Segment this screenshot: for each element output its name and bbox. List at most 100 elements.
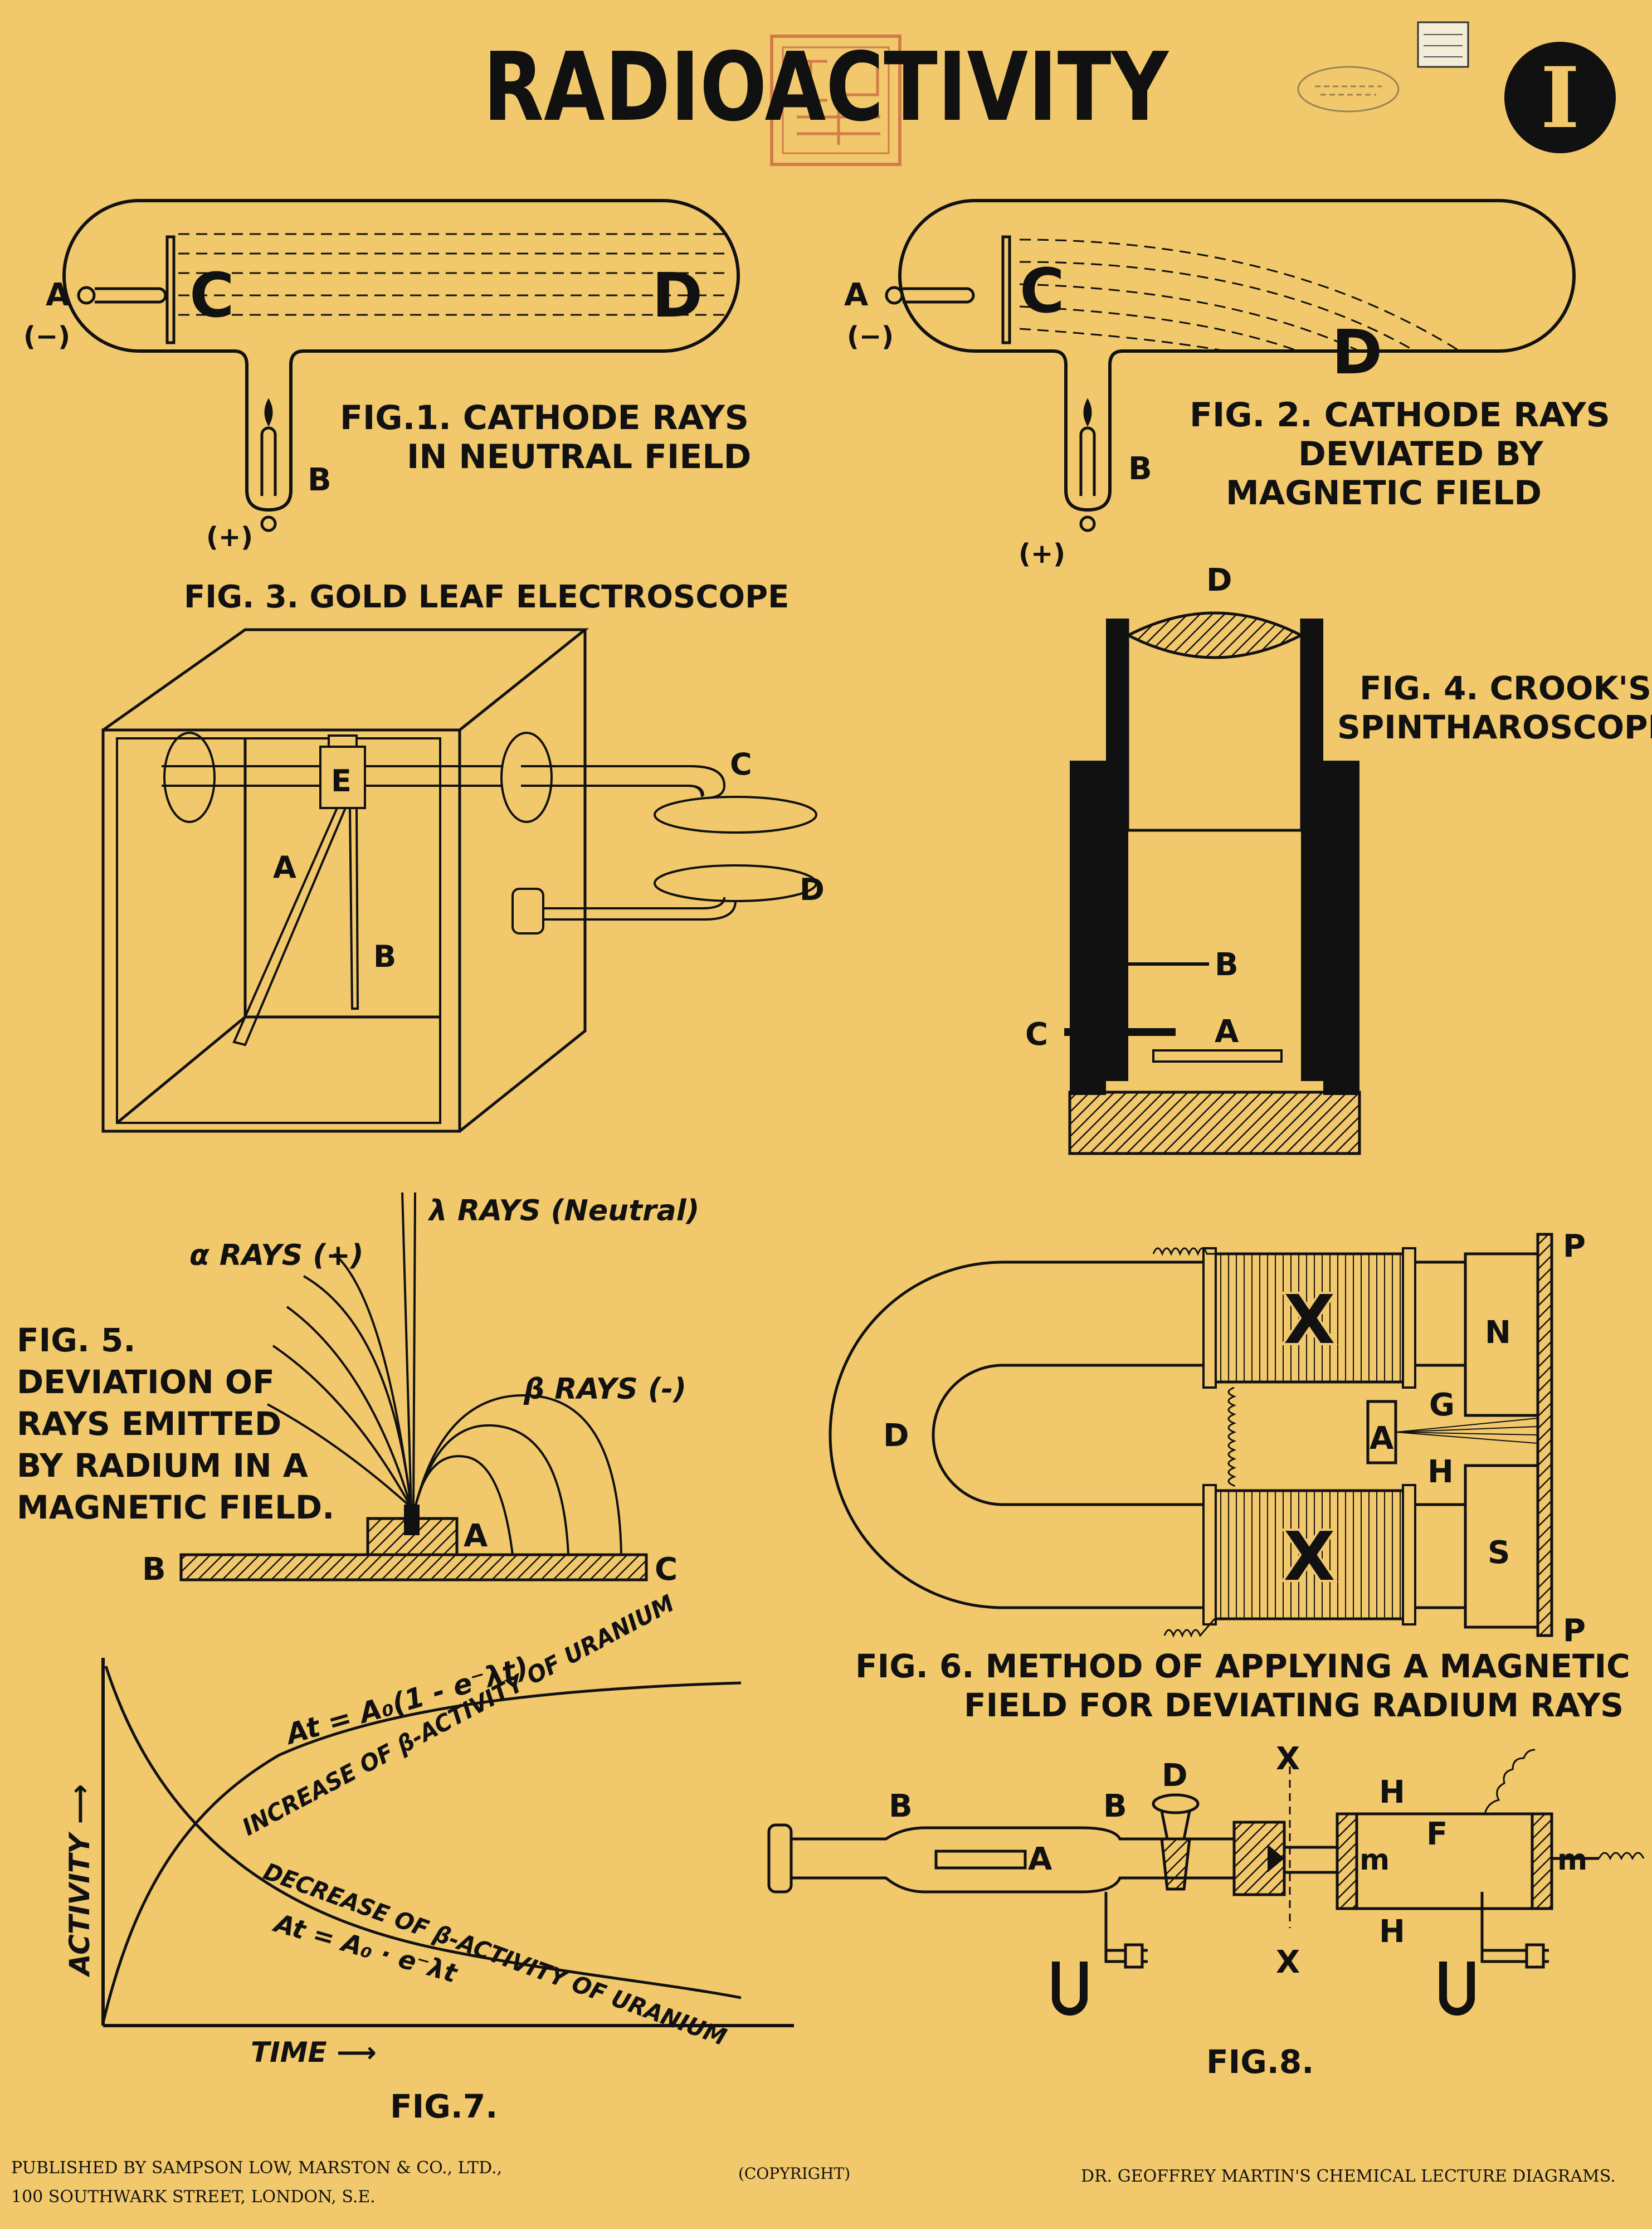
fig5-caption-line3: RAYS EMITTED	[17, 1405, 281, 1443]
fig4-left-wall-upper	[1106, 619, 1128, 830]
fig6-label-g: G	[1429, 1387, 1455, 1423]
fig7-y-axis-label: ACTIVITY ⟶	[64, 1784, 96, 1978]
fig5-caption-line1: FIG. 5.	[17, 1321, 135, 1359]
catalogue-label	[1417, 21, 1469, 68]
fig8-stopcock	[1152, 1793, 1200, 1891]
fig5-alpha-label: α RAYS (+)	[189, 1239, 363, 1272]
fig8-chamber	[1284, 1749, 1645, 1910]
fig6-label-x-lower: X	[1284, 1519, 1336, 1596]
fig2-cathode-tube-magnetic: A (−) C D B (+) FIG. 2. CATHODE RAYS DEV…	[844, 199, 1610, 570]
fig2-label-b: B	[1128, 451, 1152, 487]
fig1-cathode-electrode	[77, 235, 176, 344]
fig6-label-p-top: P	[1563, 1228, 1586, 1264]
fig5-caption: FIG. 5. DEVIATION OF RAYS EMITTED BY RAD…	[17, 1321, 334, 1526]
fig6-radium-holder	[1366, 1400, 1397, 1464]
fig8-apparatus: B B D X X H H A F m m FIG.8.	[767, 1741, 1645, 2081]
fig5-base-plate	[179, 1553, 648, 1581]
fig1-label-c: C	[189, 260, 235, 331]
fig4-base	[1068, 1091, 1361, 1155]
fig6-label-h: H	[1427, 1454, 1454, 1490]
sheet-number: I	[1541, 49, 1580, 147]
fig3-caption: FIG. 3. GOLD LEAF ELECTROSCOPE	[184, 579, 789, 615]
fig2-label-plus: (+)	[1019, 538, 1065, 570]
fig2-label-a: A	[844, 277, 869, 313]
fig1-label-b: B	[308, 462, 332, 498]
fig3-label-a: A	[273, 850, 296, 885]
fig6-label-s: S	[1488, 1535, 1510, 1571]
fig2-label-d: D	[1332, 317, 1382, 388]
fig8-left-bulb	[767, 1823, 1187, 1894]
fig8-label-h-bottom: H	[1379, 1914, 1405, 1950]
fig5-caption-line5: MAGNETIC FIELD.	[17, 1488, 334, 1526]
fig1-anode-electrode	[260, 398, 277, 532]
footer-copyright: (COPYRIGHT)	[738, 2164, 850, 2183]
fig6-label-p-bottom: P	[1563, 1613, 1586, 1649]
fig1-label-d: D	[652, 260, 703, 331]
fig6-label-n: N	[1485, 1315, 1511, 1351]
fig4-radium-plate	[1152, 1049, 1283, 1063]
oval-library-stamp	[1297, 66, 1400, 113]
fig4-screw-head	[1064, 1028, 1176, 1036]
fig6-magnet-yoke	[829, 1260, 1216, 1609]
fig6-label-a: A	[1370, 1420, 1394, 1457]
fig3-label-c: C	[730, 747, 752, 782]
fig6-label-d: D	[883, 1418, 909, 1454]
fig4-caption-line2: SPINTHAROSCOPE	[1337, 708, 1652, 746]
fig1-label-a: A	[46, 277, 70, 313]
fig6-wire-coils	[1152, 1247, 1237, 1638]
fig8-label-h-top: H	[1379, 1774, 1405, 1811]
fig8-label-b-left: B	[889, 1788, 913, 1824]
fig2-deflected-rays	[1019, 239, 1460, 352]
fig8-label-m-left: m	[1359, 1843, 1390, 1877]
fig4-spinthariscope: D FIG. 4. CROOK'S SPINTHAROSCOPE B C A	[1025, 562, 1652, 1155]
fig4-right-wall-upper	[1301, 619, 1323, 830]
fig6-caption-line2: FIELD FOR DEVIATING RADIUM RAYS	[964, 1686, 1624, 1724]
fig2-label-minus: (−)	[847, 321, 894, 352]
fig3-support-rods	[162, 732, 726, 823]
fig3-label-e: E	[331, 763, 352, 799]
fig6-plate	[1536, 1233, 1553, 1637]
fig7-caption: FIG.7.	[390, 2087, 498, 2125]
fig2-tube-outline	[898, 199, 1576, 512]
poster-title: RADIOACTIVITY	[483, 32, 1169, 143]
fig5-label-a: A	[464, 1518, 488, 1554]
fig5-source-hole	[404, 1505, 420, 1535]
fig6-caption-line1: FIG. 6. METHOD OF APPLYING A MAGNETIC	[855, 1647, 1630, 1685]
fig2-caption-line3: MAGNETIC FIELD	[1226, 474, 1542, 513]
fig6-label-x-upper: X	[1284, 1282, 1336, 1359]
fig2-caption-line2: DEVIATED BY	[1298, 435, 1544, 474]
fig2-label-c: C	[1020, 255, 1065, 327]
fig6-south-pole	[1464, 1464, 1539, 1629]
header: RADIOACTIVITY I	[483, 21, 1616, 166]
fig5-caption-line4: BY RADIUM IN A	[17, 1447, 308, 1485]
fig6-lower-coil	[1213, 1489, 1406, 1620]
fig5-gamma-label: λ RAYS (Neutral)	[427, 1194, 699, 1228]
fig3-discs	[511, 796, 817, 935]
fig4-label-a: A	[1215, 1014, 1239, 1050]
fig7-growth-curve	[101, 1681, 742, 2023]
fig3-label-b: B	[373, 939, 396, 974]
fig7-x-axis-label: TIME ⟶	[251, 2036, 377, 2069]
fig2-anode-electrode	[1079, 398, 1096, 532]
fig3-label-d: D	[800, 872, 825, 907]
footer-series: DR. GEOFFREY MARTIN'S CHEMICAL LECTURE D…	[1081, 2167, 1616, 2186]
sheet-number-disc	[1504, 42, 1616, 153]
fig5-alpha-rays	[267, 1253, 412, 1508]
fig8-label-x-top: X	[1276, 1741, 1300, 1777]
fig7-decay-curve	[104, 1666, 742, 1999]
footer: PUBLISHED BY SAMPSON LOW, MARSTON & CO.,…	[11, 2158, 1616, 2207]
fig8-label-m-right: m	[1557, 1843, 1587, 1877]
fig5-gamma-rays	[401, 1192, 416, 1508]
fig5-beta-label: β RAYS (-)	[523, 1373, 686, 1406]
fig2-cathode-electrode	[885, 235, 1011, 344]
fig8-label-d: D	[1162, 1758, 1187, 1794]
fig5-label-b: B	[142, 1551, 166, 1588]
fig3-gold-leaf-electroscope: FIG. 3. GOLD LEAF ELECTROSCOPE	[101, 579, 825, 1133]
fig5-ray-deviation: FIG. 5. DEVIATION OF RAYS EMITTED BY RAD…	[17, 1192, 699, 1588]
fig8-label-f: F	[1426, 1816, 1448, 1852]
red-seal-stamp	[770, 35, 901, 166]
footer-publisher-line2: 100 SOUTHWARK STREET, LONDON, S.E.	[11, 2187, 376, 2207]
fig1-label-minus: (−)	[23, 321, 70, 352]
